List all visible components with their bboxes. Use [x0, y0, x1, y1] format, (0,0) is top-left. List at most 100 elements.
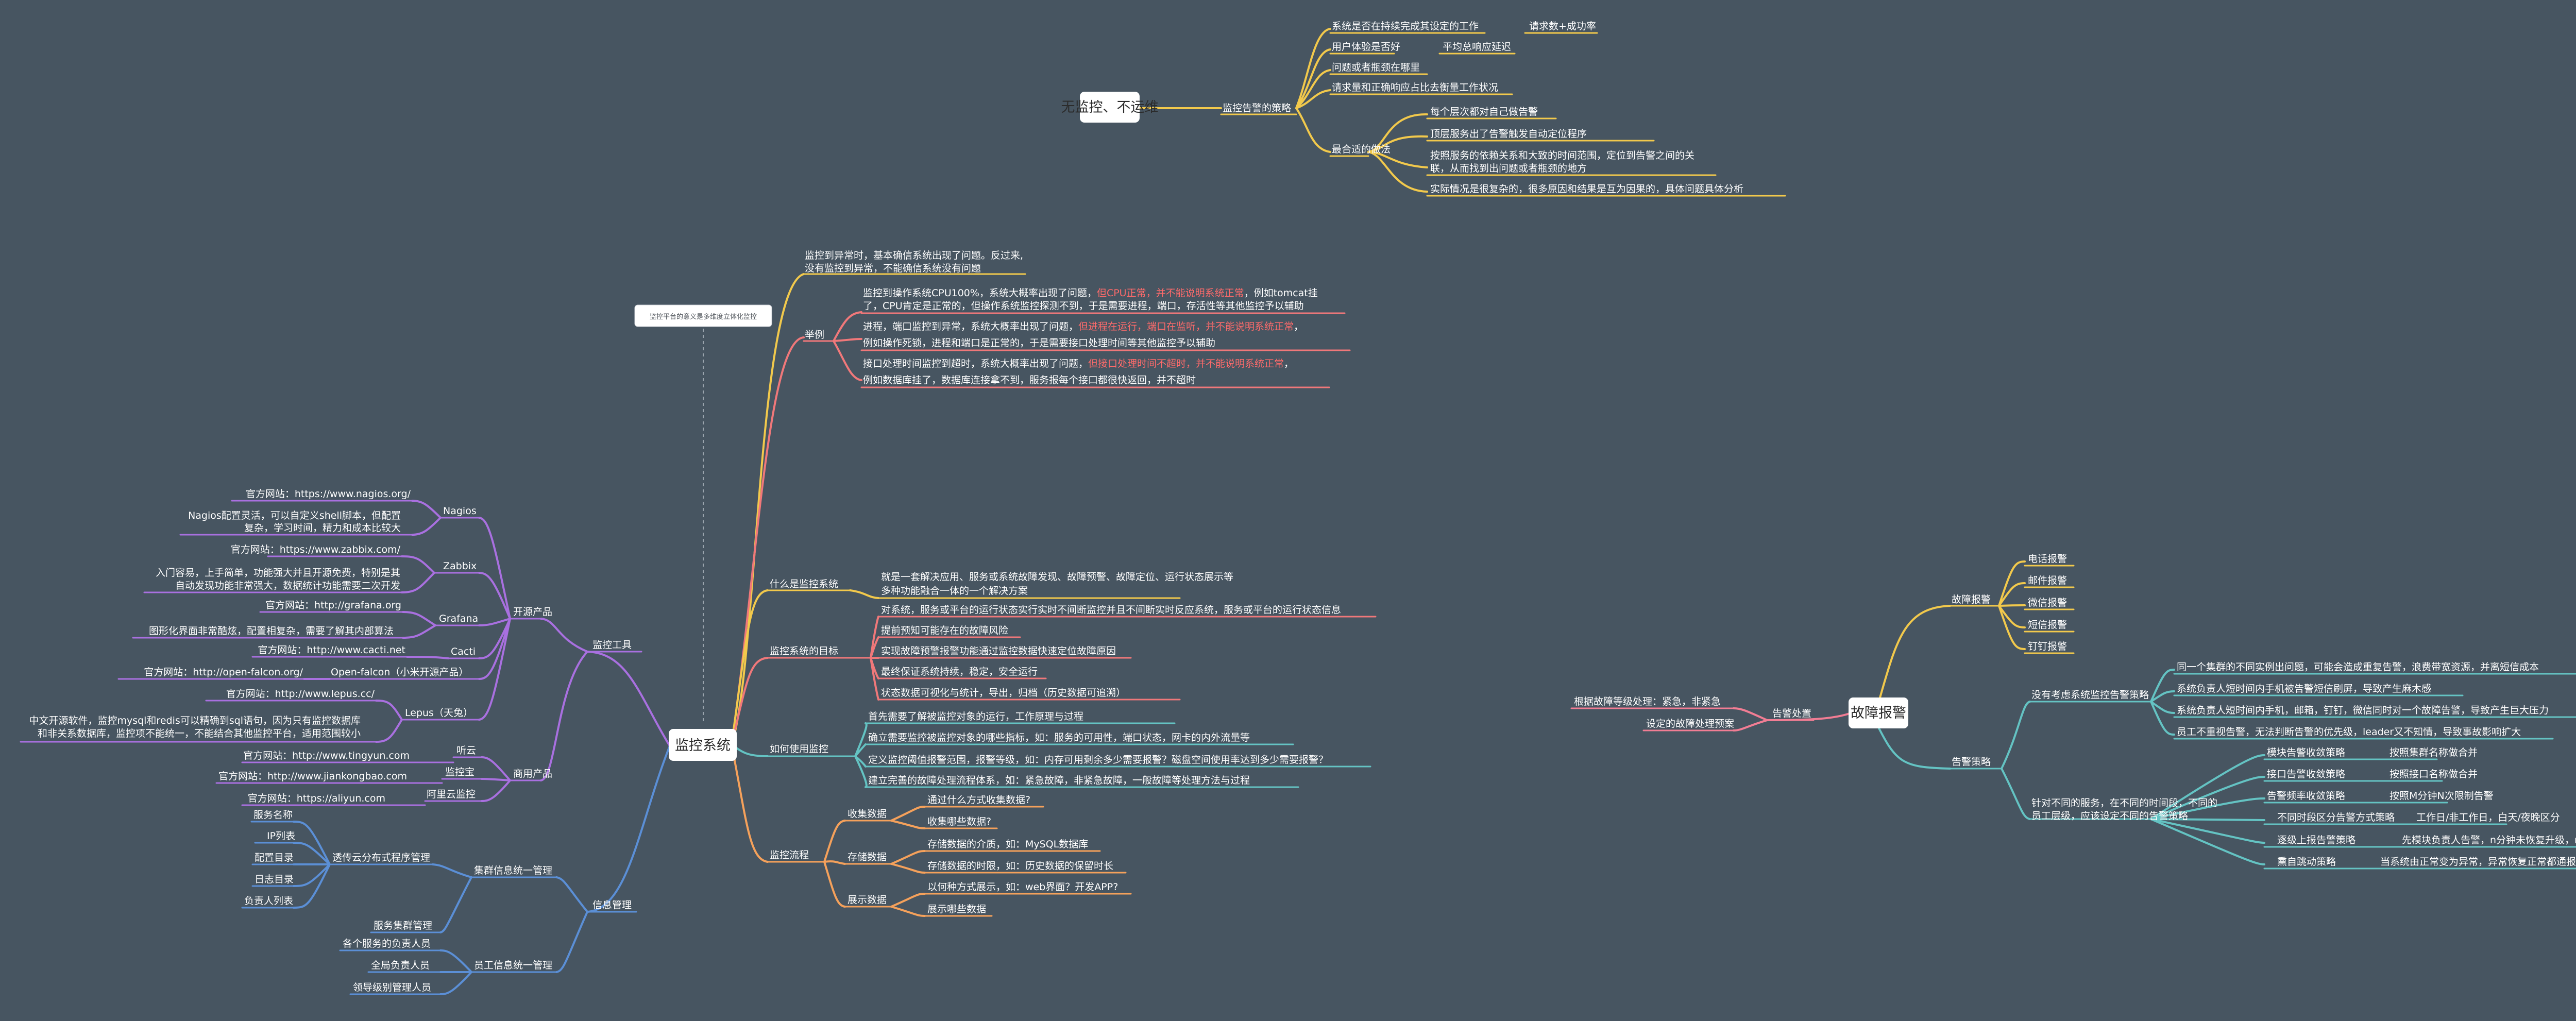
info-staff: 员工信息统一管理 — [474, 960, 552, 971]
tool-aliyun: 阿里云监控 — [427, 789, 476, 800]
flow-label: 监控流程 — [770, 849, 809, 861]
tool-nagios-site[interactable]: 官方网站：https://www.nagios.org/ — [246, 488, 411, 500]
how-use-item-2: 定义监控阈值报警范围，报警等级，如：内存可用剩余多少需要报警？磁盘空间使用率达到… — [868, 754, 1328, 765]
strategy-item-3: 平均总响应延迟 — [1443, 41, 1511, 53]
fault-no-level: 没有考虑系统监控告警策略 — [2031, 689, 2149, 701]
flow-collect: 收集数据 — [848, 808, 887, 820]
tool-cacti-site[interactable]: 官方网站：http://www.cacti.net — [258, 644, 405, 656]
flow-store-1: 存储数据的介质，如：MySQL数据库 — [927, 839, 1088, 850]
tool-tingyun-site[interactable]: 官方网站：http://www.tingyun.com — [243, 750, 410, 761]
best-item-1: 顶层服务出了告警触发自动定位程序 — [1430, 128, 1587, 140]
flow-store: 存储数据 — [848, 852, 887, 863]
fault-alarm-label: 故障报警 — [1952, 594, 1991, 605]
tool-grafana-desc: 图形化界面非常酷炫，配置相复杂，需要了解其内部算法 — [149, 625, 394, 637]
info-branch — [241, 745, 671, 995]
channel-dingtalk: 钉钉报警 — [2028, 641, 2067, 652]
goal-item-0: 对系统，服务或平台的运行状态实行实时不间断监控并且不间断实时反应系统，服务或平台… — [881, 604, 1341, 616]
main-root[interactable]: 监控系统 — [669, 729, 737, 761]
info-cloud: 透传云分布式程序管理 — [332, 852, 430, 863]
fault-handle-label: 告警处置 — [1772, 708, 1811, 719]
how-use-label: 如何使用监控 — [770, 743, 828, 755]
policy-item-10: 熏自跳动策略 — [2277, 856, 2336, 867]
example-intro-2: 没有监控到异常，不能确信系统没有问题 — [805, 263, 981, 274]
flow-show: 展示数据 — [848, 894, 887, 906]
strategy-item-0: 系统是否在持续完成其设定的工作 — [1332, 21, 1479, 32]
best-item-2a: 按照服务的依赖关系和大致的时间范围，定位到告警之间的关 — [1430, 150, 1694, 161]
flow-show-1: 以何种方式展示，如：web界面？开发APP? — [927, 881, 1118, 893]
no-level-item-3: 员工不重视告警，无法判断告警的优先级，leader又不知情，导致事故影响扩大 — [2177, 726, 2521, 738]
floating-note-text: 监控平台的意义是多维度立体化监控 — [650, 313, 757, 321]
channel-wechat: 微信报警 — [2028, 597, 2067, 608]
tool-tingyun: 听云 — [456, 745, 476, 756]
what-branch — [731, 589, 1181, 745]
tool-open-falcon-site[interactable]: 官方网站：http://open-falcon.org/ — [144, 667, 303, 678]
info-cloud-item-3: 日志目录 — [255, 874, 294, 885]
policy-item-6: 不同时段区分告警方式策略 — [2277, 812, 2395, 823]
policy-item-2: 接口告警收敛策略 — [2267, 769, 2345, 780]
tool-lepus-site[interactable]: 官方网站：http://www.lepus.cc/ — [226, 688, 375, 700]
no-level-item-1: 系统负责人短时间内手机被告警短信刷屏，导致产生麻木感 — [2177, 683, 2431, 694]
flow-show-2: 展示哪些数据 — [927, 904, 986, 915]
goal-item-1: 提前预知可能存在的故障风险 — [881, 625, 1008, 636]
tool-open-falcon: Open-falcon（小米开源产品） — [331, 667, 468, 678]
fault-branch — [1570, 560, 2576, 870]
goal-item-2: 实现故障预警报警功能通过监控数据快速定位故障原因 — [881, 645, 1116, 657]
best-item-3: 实际情况是很复杂的，很多原因和结果是互为因果的，具体问题具体分析 — [1430, 183, 1743, 195]
policy-item-7: 工作日/非工作日，白天/夜晚区分 — [2416, 812, 2560, 823]
strategy-item-5: 请求量和正确响应占比去衡量工作状况 — [1332, 82, 1498, 93]
no-level-item-2: 系统负责人短时间内手机，邮箱，钉钉，微信同时对一个故障告警，导致产生巨大压力 — [2177, 705, 2549, 716]
tool-jiankongbao-site[interactable]: 官方网站：http://www.jiankongbao.com — [218, 771, 407, 782]
policy-item-11: 当系统由正常变为异常，异常恢复正常都通报 — [2380, 856, 2576, 867]
tool-cacti: Cacti — [451, 646, 476, 657]
no-monitor-root-label: 无监控、不运维 — [1061, 99, 1159, 115]
tool-grafana-site[interactable]: 官方网站：http://grafana.org — [265, 600, 401, 611]
flow-branch — [731, 743, 1132, 917]
tool-aliyun-site[interactable]: 官方网站：https://aliyun.com — [248, 793, 385, 804]
how-use-item-0: 首先需要了解被监控对象的运行，工作原理与过程 — [868, 711, 1083, 722]
example-label: 举例 — [805, 329, 824, 341]
best-item-0: 每个层次都对自己做告警 — [1430, 106, 1538, 117]
channel-email: 邮件报警 — [2028, 575, 2067, 586]
tool-zabbix-site[interactable]: 官方网站：https://www.zabbix.com/ — [231, 544, 401, 555]
example-2a: 进程，端口监控到异常，系统大概率出现了问题，但进程在运行，端口在监听，并不能说明… — [863, 321, 1303, 332]
policy-item-4: 告警频率收敛策略 — [2267, 790, 2345, 802]
how-use-branch — [731, 722, 1371, 788]
fault-handle-item-1: 设定的故障处理预案 — [1646, 718, 1734, 729]
policy-item-9: 先模块负责人告警，n分钟未恢复升级，m分钟未恢复再升级 — [2402, 835, 2576, 846]
flow-collect-2: 收集哪些数据? — [927, 816, 991, 827]
what-desc-2: 多种功能融合一体的一个解决方案 — [881, 585, 1028, 597]
tools-commercial-label: 商用产品 — [513, 768, 552, 779]
how-use-item-3: 建立完善的故障处理流程体系，如：紧急故障，非紧急故障，一般故障等处理方法与过程 — [868, 775, 1250, 786]
info-label: 信息管理 — [592, 899, 632, 911]
example-1a: 监控到操作系统CPU100%，系统大概率出现了问题，但CPU正常，并不能说明系统… — [863, 287, 1318, 299]
policy-item-3: 按照接口名称做合并 — [2389, 769, 2478, 780]
info-cloud-item-4: 负责人列表 — [244, 895, 293, 907]
flow-collect-1: 通过什么方式收集数据? — [927, 794, 1030, 806]
fault-strategy-label: 告警策略 — [1952, 756, 1991, 768]
floating-note[interactable]: 监控平台的意义是多维度立体化监控 — [634, 304, 772, 327]
policy-item-1: 按照集群名称做合并 — [2389, 747, 2478, 758]
tool-zabbix-desc-2: 自动发现功能非常强大，数据统计功能需要二次开发 — [175, 580, 400, 591]
example-3b: 例如数据库挂了，数据库连接拿不到，服务报每个接口都很快返回，并不超时 — [863, 374, 1196, 386]
channel-sms: 短信报警 — [2028, 619, 2067, 631]
tool-grafana: Grafana — [439, 613, 478, 624]
strategy-item-2: 用户体验是否好 — [1332, 41, 1400, 53]
goal-item-3: 最终保证系统持续，稳定，安全运行 — [881, 666, 1038, 677]
no-monitor-root[interactable]: 无监控、不运维 — [1061, 92, 1159, 123]
strategy-item-1: 请求数+成功率 — [1529, 21, 1596, 32]
fault-root[interactable]: 故障报警 — [1849, 697, 1908, 728]
info-staff-item-0: 各个服务的负责人员 — [343, 938, 431, 949]
tool-nagios-desc-1: Nagios配置灵活，可以自定义shell脚本，但配置 — [188, 510, 401, 521]
info-cloud-item-2: 配置目录 — [255, 852, 294, 863]
info-staff-item-2: 领导级别管理人员 — [353, 982, 431, 993]
alert-strategy-label: 监控告警的策略 — [1223, 103, 1291, 114]
tool-zabbix-desc-1: 入门容易，上手简单，功能强大并且开源免费，特别是其 — [156, 567, 400, 578]
flow-store-2: 存储数据的时限，如：历史数据的保留时长 — [927, 860, 1113, 872]
info-staff-item-1: 全局负责人员 — [371, 960, 430, 971]
tool-nagios-desc-2: 复杂，学习时间，精力和成本比较大 — [244, 522, 401, 534]
what-desc-1: 就是一套解决应用、服务或系统故障发现、故障预警、故障定位、运行状态展示等 — [881, 571, 1233, 583]
main-root-label: 监控系统 — [675, 738, 731, 754]
tools-label: 监控工具 — [592, 639, 632, 651]
how-use-item-1: 确立需要监控被监控对象的哪些指标，如：服务的可用性，端口状态，网卡的内外流量等 — [868, 732, 1250, 743]
